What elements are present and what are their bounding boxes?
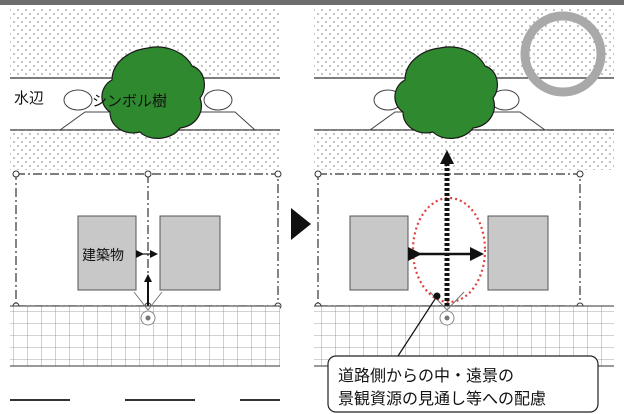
caption-line2: 景観資源の見通し等への配慮 bbox=[338, 389, 546, 408]
building-label: 建築物 bbox=[82, 248, 124, 264]
highlight-ring bbox=[411, 196, 487, 304]
callout-leader bbox=[397, 295, 438, 357]
circle-mark-icon bbox=[520, 11, 606, 97]
waterside-label: 水辺 bbox=[14, 89, 44, 107]
left-building-west bbox=[77, 215, 137, 291]
right-dotted-band-lower bbox=[314, 130, 614, 170]
right-triangle-arrow-icon bbox=[291, 208, 311, 240]
right-panel: 道路側からの中・遠景の 景観資源の見通し等への配慮 bbox=[314, 8, 614, 413]
right-building-west bbox=[349, 215, 409, 291]
left-viewpoint-icon bbox=[133, 291, 163, 326]
symbol-tree-icon bbox=[101, 46, 206, 139]
caption-line1: 道路側からの中・遠景の bbox=[338, 366, 514, 385]
symbol-tree-label: シンボル樹 bbox=[92, 92, 167, 110]
right-viewpoint-icon bbox=[429, 291, 465, 326]
top-bar bbox=[0, 0, 624, 5]
left-building-east bbox=[159, 215, 221, 291]
left-panel: 水辺 シンボル樹 建築物 bbox=[10, 8, 282, 401]
right-symbol-tree-icon bbox=[394, 46, 499, 139]
right-building-east bbox=[487, 215, 549, 291]
caption-box bbox=[327, 355, 599, 413]
left-dotted-band-lower bbox=[10, 130, 280, 170]
